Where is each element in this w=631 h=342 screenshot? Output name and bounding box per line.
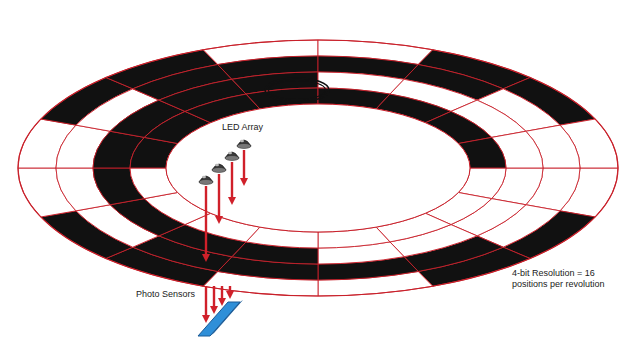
light-beam <box>221 286 223 300</box>
led-highlight <box>215 164 219 166</box>
led-base <box>225 156 239 161</box>
part-label: Photo Sensors <box>136 289 198 300</box>
arrow-head <box>202 315 210 323</box>
part-label: LED Array <box>222 122 282 133</box>
led-base <box>199 180 213 185</box>
arrow-head <box>202 254 210 262</box>
led-base <box>237 144 251 149</box>
arrow-head <box>218 298 226 306</box>
shaft-hole-inner <box>269 81 326 100</box>
photo-sensor-bar <box>198 302 240 336</box>
arrow-head <box>226 291 234 299</box>
led-base <box>212 168 226 173</box>
led-highlight <box>228 152 232 154</box>
disk-hub <box>166 104 470 232</box>
light-beam <box>213 286 215 308</box>
arrow-head <box>215 216 223 224</box>
arrow-head <box>228 197 236 205</box>
led-highlight <box>202 176 206 178</box>
led-highlight <box>240 140 244 142</box>
arrow-head <box>240 178 248 186</box>
light-beam <box>218 174 220 218</box>
light-beam <box>231 162 233 199</box>
light-beam <box>205 286 207 317</box>
arrow-head <box>210 306 218 314</box>
photo-sensor-edge <box>210 300 243 336</box>
shaft-hole <box>265 78 329 102</box>
light-beam <box>243 150 245 180</box>
disk-rim <box>18 40 618 296</box>
light-beam <box>205 186 207 256</box>
resolution-note: 4-bit Resolution = 16 positions per revo… <box>512 268 626 290</box>
